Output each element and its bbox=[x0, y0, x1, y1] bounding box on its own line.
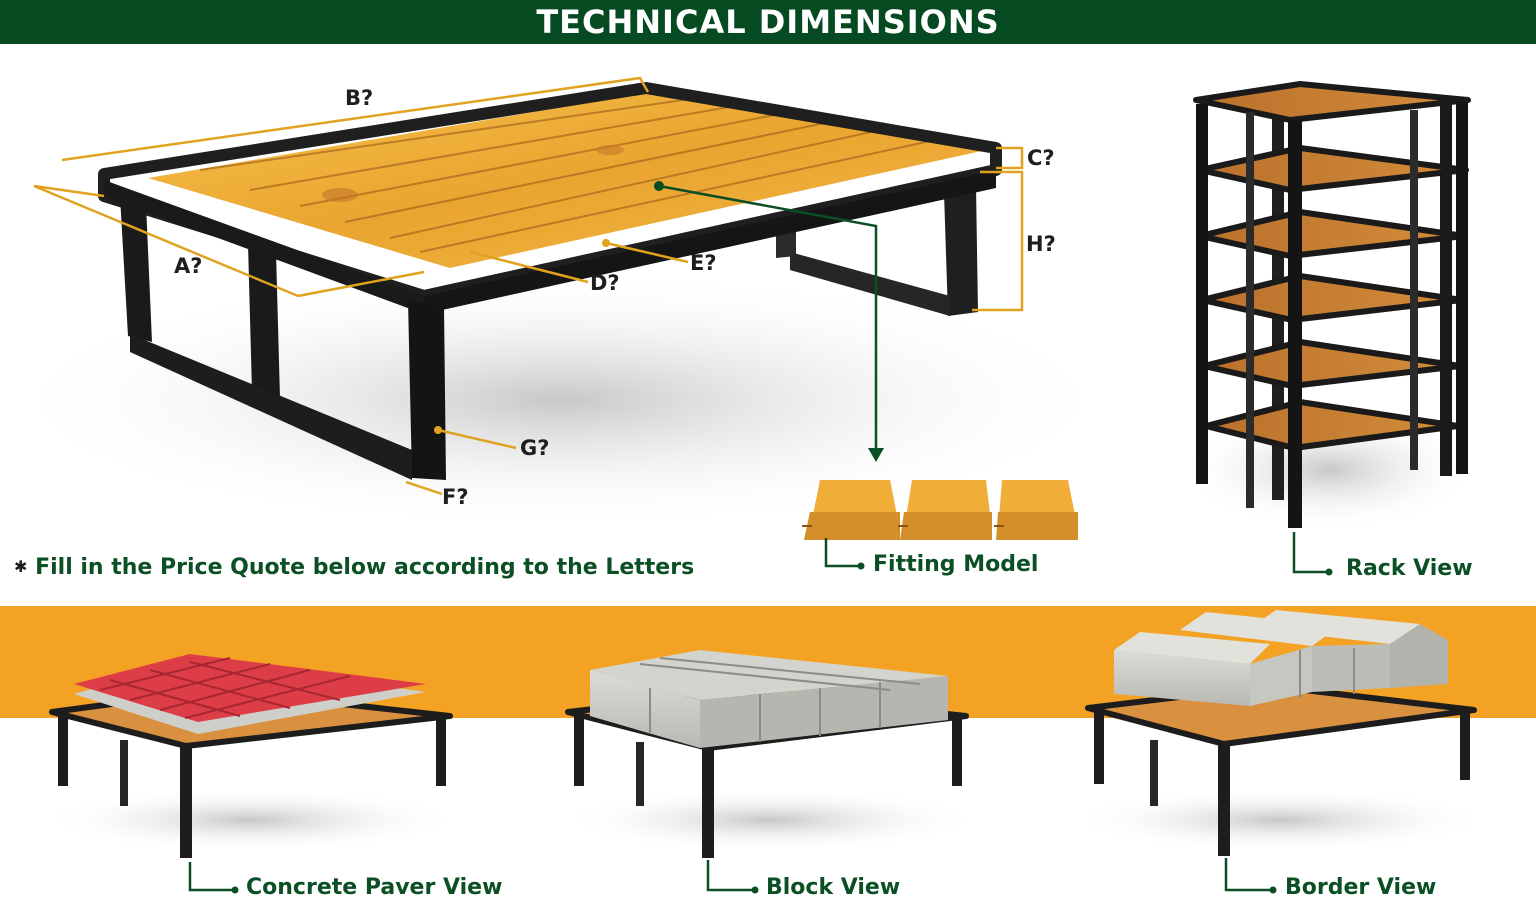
border-illustration bbox=[1070, 610, 1490, 856]
fitting-caption-pointer bbox=[824, 538, 858, 568]
instruction-note: ✱ Fill in the Price Quote below accordin… bbox=[14, 555, 694, 580]
rack-illustration bbox=[1180, 81, 1480, 530]
concrete-paver-illustration bbox=[40, 654, 460, 858]
dimension-label-f: F? bbox=[442, 485, 469, 509]
fitting-pointer bbox=[654, 181, 884, 462]
dimension-label-h: H? bbox=[1026, 232, 1056, 256]
block-illustration bbox=[560, 650, 980, 858]
dimension-label-a: A? bbox=[174, 254, 203, 278]
rack-caption-pointer bbox=[1292, 532, 1326, 574]
caption-block-view: Block View bbox=[766, 875, 901, 900]
dimension-label-g: G? bbox=[520, 436, 550, 460]
dimension-guides bbox=[33, 76, 1024, 496]
paver-caption-pointer bbox=[188, 862, 232, 892]
block-caption-pointer bbox=[706, 860, 752, 892]
fitting-model-boards bbox=[802, 480, 1078, 540]
main-pallet bbox=[0, 82, 1120, 530]
border-caption-pointer bbox=[1224, 858, 1270, 892]
dimension-label-b: B? bbox=[345, 86, 374, 110]
asterisk-icon: ✱ bbox=[14, 557, 28, 576]
header-banner bbox=[0, 0, 1536, 44]
caption-fitting-model: Fitting Model bbox=[873, 552, 1039, 577]
dimension-label-c: C? bbox=[1027, 146, 1055, 170]
caption-concrete-paver-view: Concrete Paver View bbox=[246, 875, 503, 900]
dimension-label-d: D? bbox=[590, 271, 620, 295]
caption-rack-view: Rack View bbox=[1346, 556, 1473, 581]
instruction-text: Fill in the Price Quote below according … bbox=[35, 555, 695, 580]
page-title: TECHNICAL DIMENSIONS bbox=[536, 3, 1000, 41]
caption-border-view: Border View bbox=[1285, 875, 1437, 900]
dimension-label-e: E? bbox=[690, 251, 717, 275]
